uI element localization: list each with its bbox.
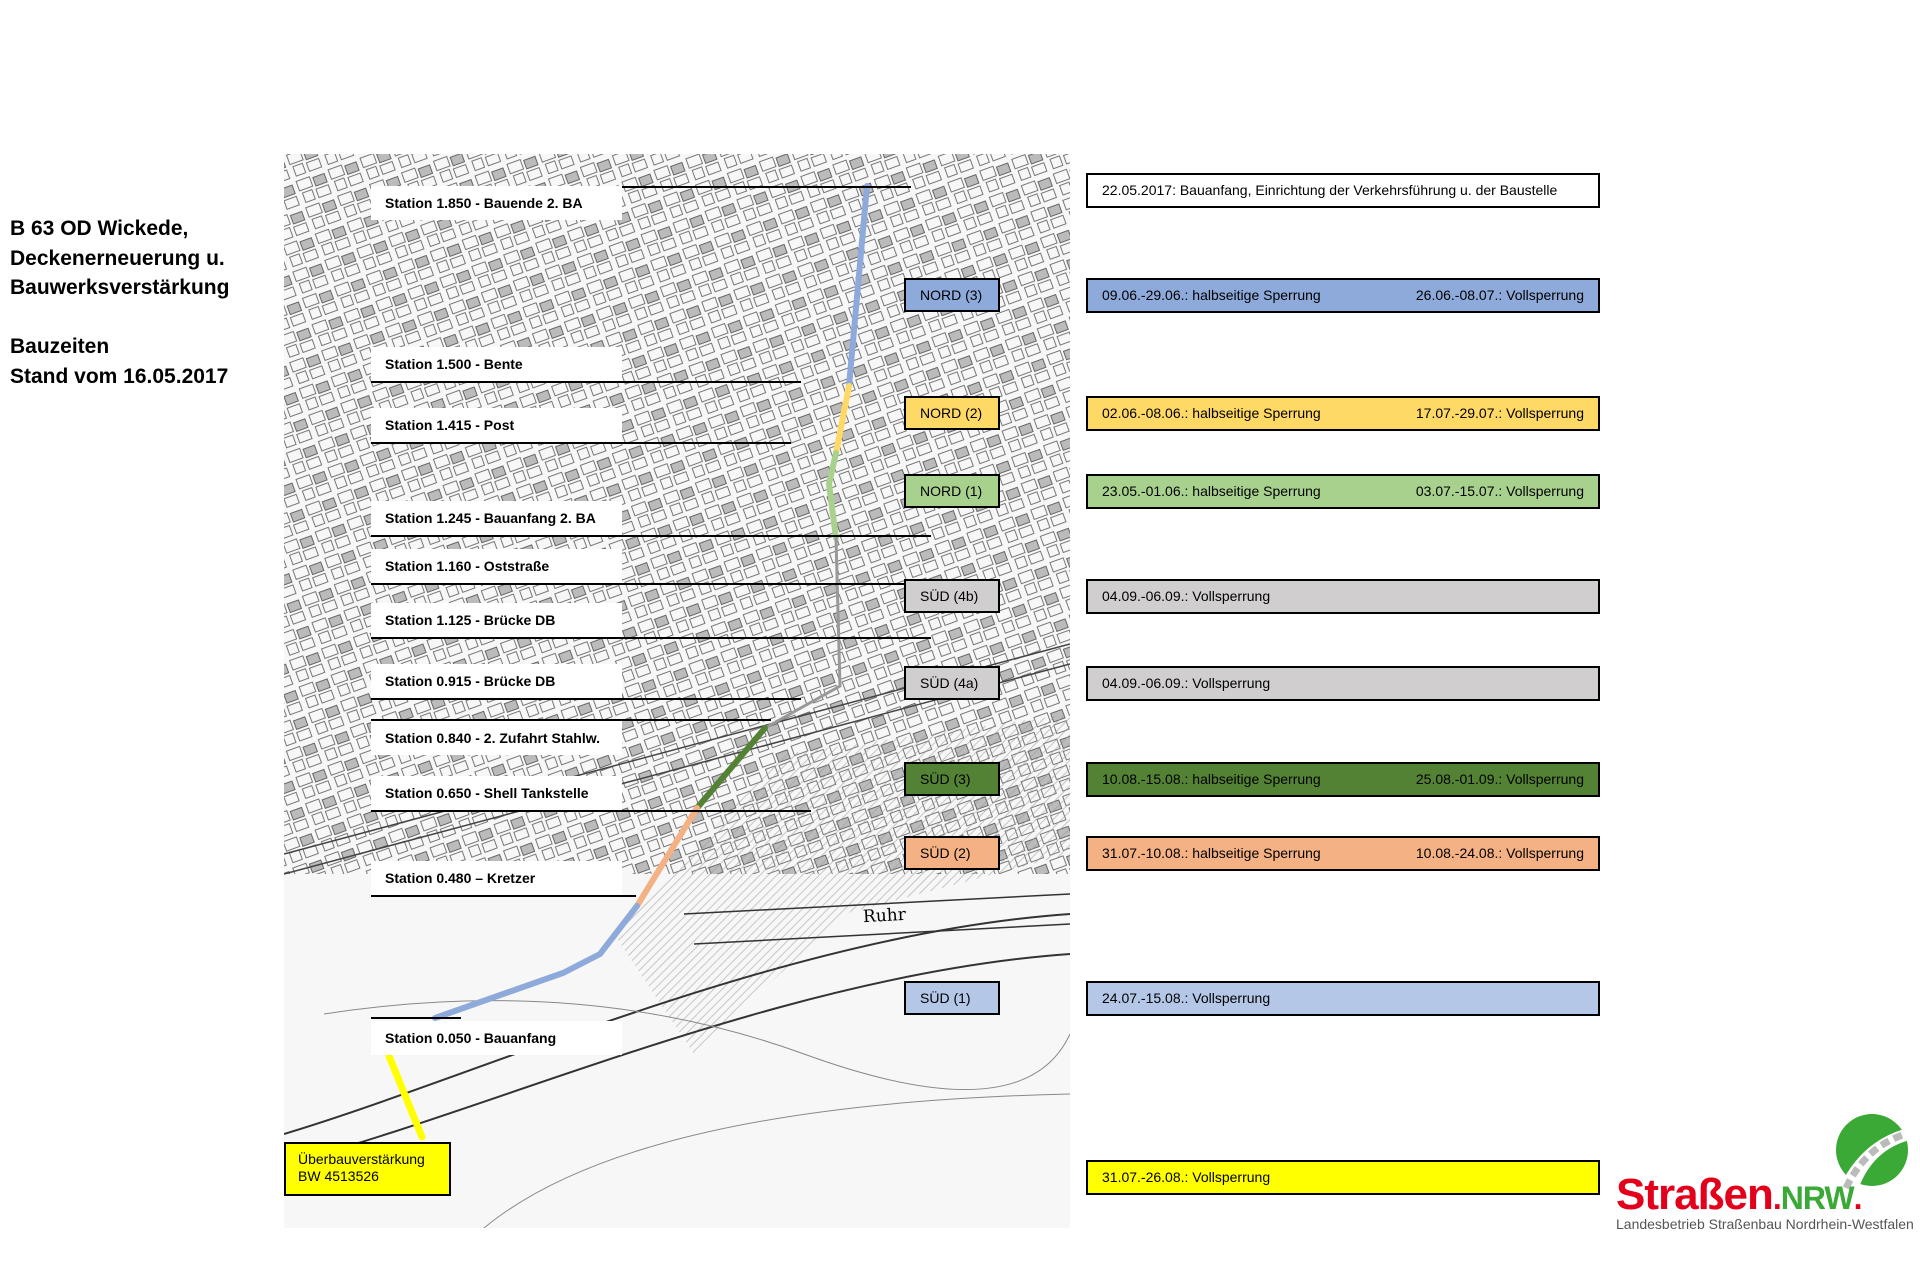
schedule-partial-closure: 31.07.-26.08.: Vollsperrung <box>1102 1169 1271 1185</box>
schedule-row: 02.06.-08.06.: halbseitige Sperrung 17.07… <box>1086 396 1600 431</box>
zone-label: SÜD (4a) <box>904 666 1000 700</box>
route-sued-3 <box>694 725 768 811</box>
schedule-partial-closure: 02.06.-08.06.: halbseitige Sperrung <box>1102 405 1321 421</box>
schedule-row: 31.07.-10.08.: halbseitige Sperrung 10.08… <box>1086 836 1600 871</box>
route-nord-1 <box>825 450 839 541</box>
route-nord-2 <box>833 383 852 456</box>
schedule-partial-closure: 22.05.2017: Bauanfang, Einrichtung der V… <box>1102 182 1558 198</box>
route-sued-1 <box>432 903 640 1021</box>
schedule-row: 24.07.-15.08.: Vollsperrung <box>1086 981 1600 1016</box>
logo-wordmark: Straßen.NRW. <box>1616 1170 1862 1219</box>
bridge-label-line: Überbauverstärkung <box>298 1151 425 1167</box>
strassen-nrw-logo: Straßen.NRW. Landesbetrieb Straßenbau No… <box>1612 1110 1914 1240</box>
schedule-full-closure: 26.06.-08.07.: Vollsperrung <box>1415 287 1584 303</box>
schedule-row: 04.09.-06.09.: Vollsperrung <box>1086 579 1600 614</box>
zone-label: SÜD (1) <box>904 981 1000 1015</box>
station-leader-line <box>371 186 911 188</box>
station-leader-line <box>371 637 931 639</box>
schedule-full-closure: 03.07.-15.07.: Vollsperrung <box>1415 483 1584 499</box>
station-label: Station 1.245 - Bauanfang 2. BA <box>371 501 622 535</box>
schedule-full-closure: 17.07.-29.07.: Vollsperrung <box>1415 405 1584 421</box>
zone-label: SÜD (3) <box>904 762 1000 796</box>
station-label: Station 0.050 - Bauanfang <box>371 1021 622 1055</box>
station-label: Station 1.160 - Oststraße <box>371 549 622 583</box>
schedule-partial-closure: 24.07.-15.08.: Vollsperrung <box>1102 990 1271 1006</box>
station-label: Station 0.840 - 2. Zufahrt Stahlw. <box>371 721 622 755</box>
station-label: Station 1.415 - Post <box>371 408 622 442</box>
route-sued-4 <box>763 536 842 730</box>
schedule-full-closure: 25.08.-01.09.: Vollsperrung <box>1415 771 1584 787</box>
schedule-row: 10.08.-15.08.: halbseitige Sperrung 25.08… <box>1086 762 1600 797</box>
route-bridge <box>385 1052 426 1141</box>
zone-label: SÜD (4b) <box>904 579 1000 613</box>
title-line: B 63 OD Wickede, <box>10 217 189 240</box>
station-leader-line <box>371 381 801 383</box>
document-title: B 63 OD Wickede, Deckenerneuerung u. Bau… <box>10 214 229 391</box>
station-label: Station 1.500 - Bente <box>371 347 622 381</box>
station-leader-line <box>371 719 771 721</box>
station-leader-line <box>371 698 801 700</box>
bridge-reinforcement-label: Überbauverstärkung BW 4513526 <box>284 1142 451 1196</box>
zone-label: NORD (3) <box>904 278 1000 312</box>
station-leader-line <box>371 810 811 812</box>
schedule-row: 31.07.-26.08.: Vollsperrung <box>1086 1160 1600 1195</box>
schedule-partial-closure: 04.09.-06.09.: Vollsperrung <box>1102 588 1271 604</box>
route-sued-2 <box>634 805 700 909</box>
zone-label: SÜD (2) <box>904 836 1000 870</box>
schedule-partial-closure: 31.07.-10.08.: halbseitige Sperrung <box>1102 845 1321 861</box>
route-nord-3 <box>846 183 870 389</box>
station-leader-line <box>371 442 791 444</box>
station-leader-line <box>371 583 931 585</box>
logo-road-icon <box>1836 1114 1910 1190</box>
station-label: Station 1.850 - Bauende 2. BA <box>371 186 622 220</box>
station-label: Station 0.480 – Kretzer <box>371 861 622 895</box>
schedule-partial-closure: 10.08.-15.08.: halbseitige Sperrung <box>1102 771 1321 787</box>
schedule-row: 23.05.-01.06.: halbseitige Sperrung 03.07… <box>1086 474 1600 509</box>
bridge-label-line: BW 4513526 <box>298 1168 379 1184</box>
schedule-partial-closure: 04.09.-06.09.: Vollsperrung <box>1102 675 1271 691</box>
construction-route <box>385 183 870 1141</box>
station-label: Station 0.650 - Shell Tankstelle <box>371 776 622 810</box>
schedule-partial-closure: 09.06.-29.06.: halbseitige Sperrung <box>1102 287 1321 303</box>
station-leader-line <box>371 535 931 537</box>
schedule-row: 04.09.-06.09.: Vollsperrung <box>1086 666 1600 701</box>
logo-tagline: Landesbetrieb Straßenbau Nordrhein-Westf… <box>1616 1216 1914 1232</box>
schedule-full-closure: 10.08.-24.08.: Vollsperrung <box>1415 845 1584 861</box>
schedule-row: 22.05.2017: Bauanfang, Einrichtung der V… <box>1086 173 1600 208</box>
title-line: Bauwerksverstärkung <box>10 276 230 299</box>
station-leader-line <box>371 1017 461 1019</box>
zone-label: NORD (1) <box>904 474 1000 508</box>
river-label: Ruhr <box>862 904 907 928</box>
station-label: Station 0.915 - Brücke DB <box>371 664 622 698</box>
station-leader-line <box>371 895 636 897</box>
subtitle-line: Stand vom 16.05.2017 <box>10 364 229 388</box>
zone-label: NORD (2) <box>904 396 1000 430</box>
schedule-row: 09.06.-29.06.: halbseitige Sperrung 26.06… <box>1086 278 1600 313</box>
station-label: Station 1.125 - Brücke DB <box>371 603 622 637</box>
schedule-partial-closure: 23.05.-01.06.: halbseitige Sperrung <box>1102 483 1321 499</box>
subtitle-line: Bauzeiten <box>10 335 110 358</box>
title-line: Deckenerneuerung u. <box>10 246 225 270</box>
